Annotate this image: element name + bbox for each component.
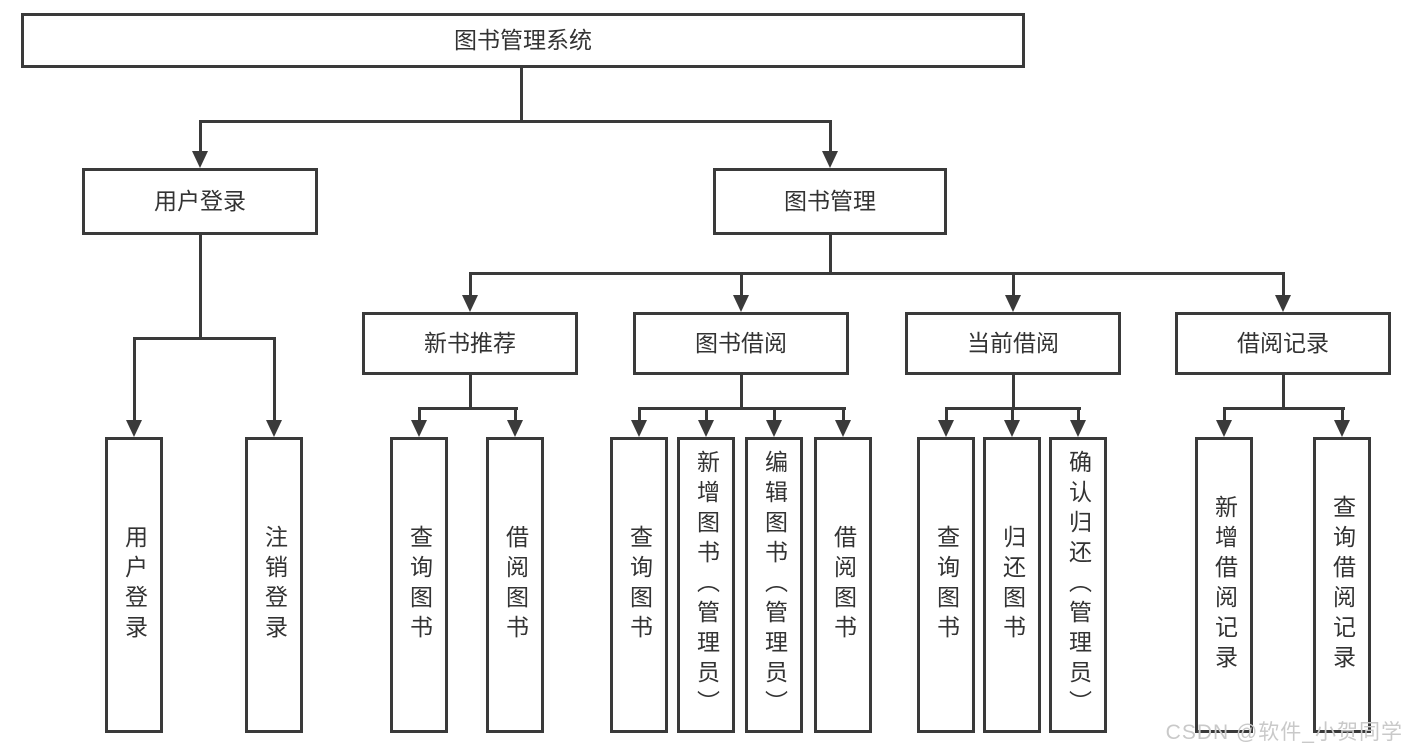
connector-line <box>772 407 776 421</box>
connector-line <box>468 375 472 410</box>
connector-line <box>944 407 948 421</box>
leaf-confirm-return-admin: 确认归还（管理员） <box>1049 437 1107 733</box>
leaf-borrow-books-recommend: 借阅图书 <box>486 437 544 733</box>
leaf-query-books-recommend: 查询图书 <box>390 437 448 733</box>
connector-line <box>513 407 517 421</box>
connector-line <box>1010 407 1014 421</box>
leaf-return-book: 归还图书 <box>983 437 1041 733</box>
connector-line <box>198 120 202 153</box>
connector-line <box>468 272 1285 275</box>
arrow-down-icon <box>766 420 782 437</box>
connector-line <box>828 235 832 275</box>
leaf-edit-book-admin: 编辑图书（管理员） <box>745 437 803 733</box>
node-user-login: 用户登录 <box>82 168 318 235</box>
arrow-down-icon <box>411 420 427 437</box>
leaf-logout: 注销登录 <box>245 437 303 733</box>
connector-line <box>417 407 518 410</box>
arrow-down-icon <box>507 420 523 437</box>
connector-line <box>1281 272 1285 298</box>
arrow-down-icon <box>733 295 749 312</box>
connector-line <box>417 407 421 421</box>
connector-line <box>1222 407 1226 421</box>
arrow-down-icon <box>1216 420 1232 437</box>
arrow-down-icon <box>822 151 838 168</box>
connector-line <box>1340 407 1344 421</box>
connector-line <box>198 120 832 123</box>
arrow-down-icon <box>462 295 478 312</box>
node-library-system: 图书管理系统 <box>21 13 1025 68</box>
arrow-down-icon <box>126 420 142 437</box>
watermark-text: CSDN @软件_小贺同学 <box>1165 721 1403 744</box>
connector-line <box>637 407 641 421</box>
arrow-down-icon <box>1275 295 1291 312</box>
connector-line <box>132 337 276 340</box>
connector-line <box>132 337 136 421</box>
connector-line <box>841 407 845 421</box>
arrow-down-icon <box>1070 420 1086 437</box>
arrow-down-icon <box>1334 420 1350 437</box>
node-new-book-recommend: 新书推荐 <box>362 312 578 375</box>
connector-line <box>198 235 202 337</box>
leaf-query-books-current: 查询图书 <box>917 437 975 733</box>
arrow-down-icon <box>266 420 282 437</box>
leaf-add-borrow-record: 新增借阅记录 <box>1195 437 1253 733</box>
connector-line <box>828 120 832 153</box>
node-borrow-records: 借阅记录 <box>1175 312 1391 375</box>
connector-line <box>739 272 743 298</box>
arrow-down-icon <box>698 420 714 437</box>
connector-line <box>1222 407 1345 410</box>
connector-line <box>637 407 846 410</box>
connector-line <box>520 68 523 120</box>
arrow-down-icon <box>1004 420 1020 437</box>
node-book-borrowing: 图书借阅 <box>633 312 849 375</box>
arrow-down-icon <box>835 420 851 437</box>
leaf-query-books-borrowing: 查询图书 <box>610 437 668 733</box>
arrow-down-icon <box>631 420 647 437</box>
connector-line <box>272 337 276 421</box>
connector-line <box>739 375 743 410</box>
connector-line <box>1281 375 1285 410</box>
arrow-down-icon <box>1005 295 1021 312</box>
connector-line <box>1011 272 1015 298</box>
connector-line <box>1076 407 1080 421</box>
leaf-borrow-books: 借阅图书 <box>814 437 872 733</box>
connector-line <box>468 272 472 298</box>
node-current-borrowing: 当前借阅 <box>905 312 1121 375</box>
connector-line <box>704 407 708 421</box>
connector-line <box>1011 375 1015 410</box>
node-book-management: 图书管理 <box>713 168 947 235</box>
leaf-query-borrow-record: 查询借阅记录 <box>1313 437 1371 733</box>
arrow-down-icon <box>938 420 954 437</box>
leaf-user-login: 用户登录 <box>105 437 163 733</box>
leaf-add-book-admin: 新增图书（管理员） <box>677 437 735 733</box>
arrow-down-icon <box>192 151 208 168</box>
